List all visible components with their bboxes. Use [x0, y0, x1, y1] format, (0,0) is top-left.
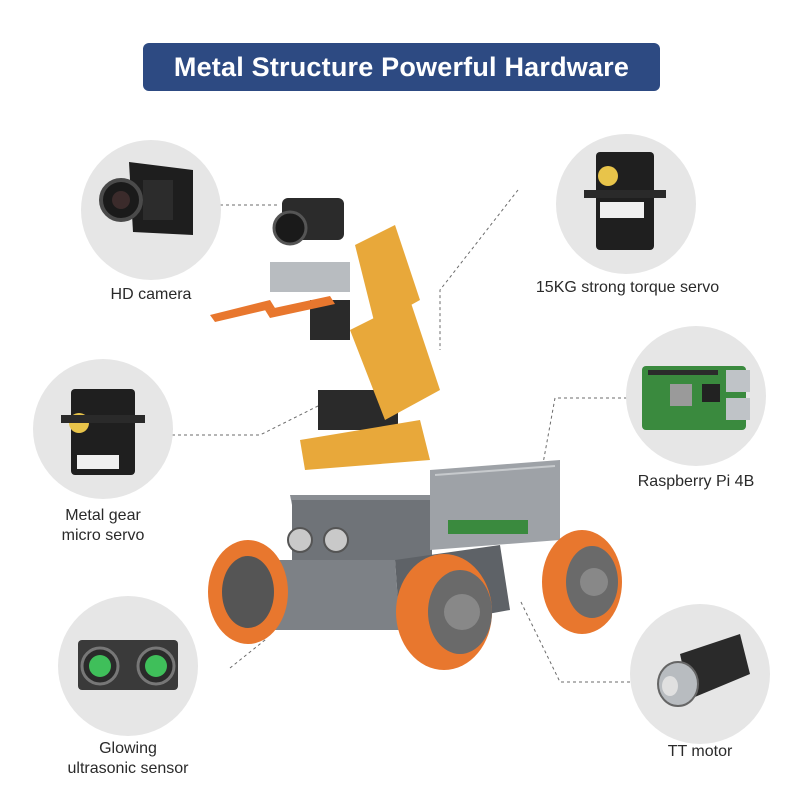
raspberry-pi-label: Raspberry Pi 4B	[637, 473, 755, 490]
banner-title: Metal Structure Powerful Hardware	[173, 51, 630, 82]
tt-motor-label: TT motor	[667, 743, 733, 760]
tt-motor-icon	[657, 634, 750, 707]
title-banner: Metal Structure Powerful Hardware	[143, 43, 660, 91]
robot-arm	[210, 198, 440, 470]
ultrasonic-label-2: ultrasonic sensor	[67, 760, 189, 777]
micro-servo-circle	[33, 359, 173, 499]
hd-camera-icon	[99, 162, 193, 235]
hd-camera-label: HD camera	[110, 286, 192, 303]
ultrasonic-sensor-icon	[78, 640, 178, 690]
servo-15kg-circle	[556, 134, 696, 274]
micro-servo-icon	[61, 389, 145, 475]
servo-15kg-label: 15KG strong torque servo	[535, 279, 720, 296]
raspberry-pi-circle	[626, 326, 766, 466]
micro-servo-label-1: Metal gear	[65, 507, 141, 524]
micro-servo-label-2: micro servo	[61, 527, 145, 544]
tt-motor-circle	[630, 604, 770, 744]
mecanum-wheels	[208, 530, 622, 670]
ultrasonic-label-1: Glowing	[99, 740, 157, 757]
connector-lines	[172, 189, 636, 683]
ultrasonic-circle	[58, 596, 198, 736]
hd-camera-circle	[81, 140, 221, 280]
servo-icon	[584, 152, 666, 250]
raspberry-pi-icon	[642, 366, 750, 430]
